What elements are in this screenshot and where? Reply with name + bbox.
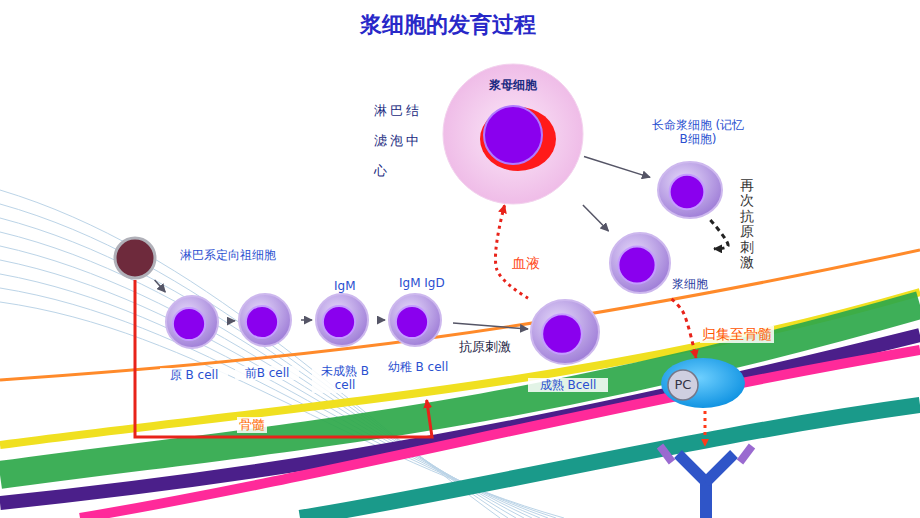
node-label: 成熟 Bcell (528, 378, 608, 392)
band (0, 305, 920, 475)
antibody-symbol (660, 446, 752, 518)
mature-b-cell: 成熟 Bcell (528, 298, 610, 398)
connector-arrow (672, 299, 696, 358)
plasma-cell: 浆细胞 (608, 231, 714, 299)
immature-b-cell: IgM 未成熟 B cell (312, 278, 380, 400)
connector-arrow (301, 319, 312, 321)
node-label: IgM IgD (399, 276, 445, 290)
connector-arrow (453, 323, 528, 329)
node-label: 原 B cell (160, 368, 228, 382)
node-label: 未成熟 B cell (312, 364, 378, 393)
secretion-arrow (704, 411, 707, 446)
node-label: 淋巴系定向祖细胞 (180, 248, 276, 262)
edge-label: 骨髓 (237, 417, 267, 433)
pre-b-cell: 前B cell (235, 290, 301, 386)
connector-arrow (495, 205, 528, 298)
connector-arrow (230, 320, 235, 322)
edge-label: 归集至骨髓 (700, 326, 774, 343)
connector-arrow (155, 280, 166, 292)
connector-arrow (710, 220, 728, 249)
band (300, 405, 920, 518)
naive-b-cell: IgM IgD 幼稚 B cell (385, 274, 453, 400)
connector-arrow (583, 205, 609, 231)
node-label: 长命浆细胞 (记忆B细胞) (650, 118, 746, 147)
connector-arrow (135, 280, 432, 437)
connector-arrow (380, 319, 385, 321)
node-label: IgM (334, 279, 356, 293)
memory-b-cell: 长命浆细胞 (记忆B细胞) (650, 118, 748, 220)
node-label: 浆母细胞 (478, 78, 548, 92)
title: 浆细胞的发育过程 (300, 12, 596, 38)
band (80, 350, 920, 518)
progenitor-cell: 淋巴系定向祖细胞 (112, 236, 282, 280)
connector-arrow (584, 156, 650, 177)
edge-label: 再次抗原刺激 (740, 178, 754, 270)
node-shape (661, 358, 745, 408)
node-label: 前B cell (235, 366, 299, 380)
pro-b-cell: 原 B cell (160, 292, 230, 388)
pc-ellipse: PC (661, 358, 745, 408)
node-shape (385, 274, 447, 400)
plasmablast-circle: 浆母细胞 (442, 63, 584, 205)
edge-label: 抗原刺激 (457, 339, 513, 355)
region-label: 淋巴结 滤泡中心 (374, 96, 430, 186)
node-label: 幼稚 B cell (385, 360, 451, 374)
node-label: 浆细胞 (670, 277, 710, 291)
edge-label: 血液 (512, 255, 540, 272)
node-label: PC (669, 377, 697, 393)
